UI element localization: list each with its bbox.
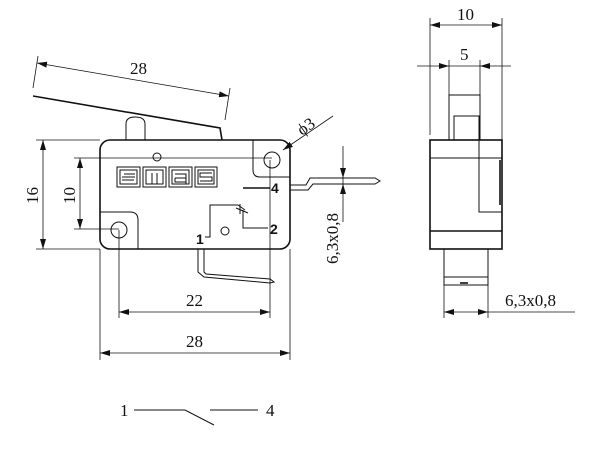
terminal-4 xyxy=(290,177,381,191)
terminal-label-4: 4 xyxy=(271,180,279,196)
emas-logo xyxy=(116,166,218,188)
dim-hole-spacing-vertical: 10 xyxy=(60,187,79,204)
switch-schematic: 1 4 xyxy=(120,401,275,426)
bottom-left-hole-notch xyxy=(100,211,139,249)
side-view: 10 5 6,3x0,8 xyxy=(417,5,575,318)
small-pin xyxy=(152,152,162,162)
dim-thickness: 10 xyxy=(457,5,474,24)
dim-hole-spacing-horizontal: 22 xyxy=(186,291,203,310)
terminal-1 xyxy=(197,249,276,284)
dimensions-front: 28 16 10 22 28 ϕ3 6,3x0,8 xyxy=(23,55,346,360)
dim-height: 16 xyxy=(23,187,42,204)
side-terminal xyxy=(443,248,489,286)
terminal-label-1: 1 xyxy=(196,231,204,247)
internal-switch-symbol xyxy=(205,204,268,238)
top-right-mounting-hole xyxy=(263,151,281,169)
dim-terminal-size-front: 6,3x0,8 xyxy=(323,213,342,264)
dim-lever-length: 28 xyxy=(130,59,147,78)
front-view: 4 1 2 28 16 10 22 xyxy=(23,55,381,360)
plunger xyxy=(125,116,146,140)
schematic-label-4: 4 xyxy=(266,401,275,420)
side-body xyxy=(429,139,503,250)
dim-terminal-size-side: 6,3x0,8 xyxy=(505,291,556,310)
switch-body xyxy=(99,139,291,250)
top-right-hole-notch xyxy=(252,140,290,178)
dim-plunger-width: 5 xyxy=(460,45,469,64)
dim-width: 28 xyxy=(186,332,203,351)
lever xyxy=(32,95,223,141)
dim-hole-diameter: ϕ3 xyxy=(293,114,318,140)
schematic-label-1: 1 xyxy=(120,401,129,420)
terminal-label-2: 2 xyxy=(270,221,278,237)
dimensions-side: 10 5 6,3x0,8 xyxy=(417,5,575,318)
